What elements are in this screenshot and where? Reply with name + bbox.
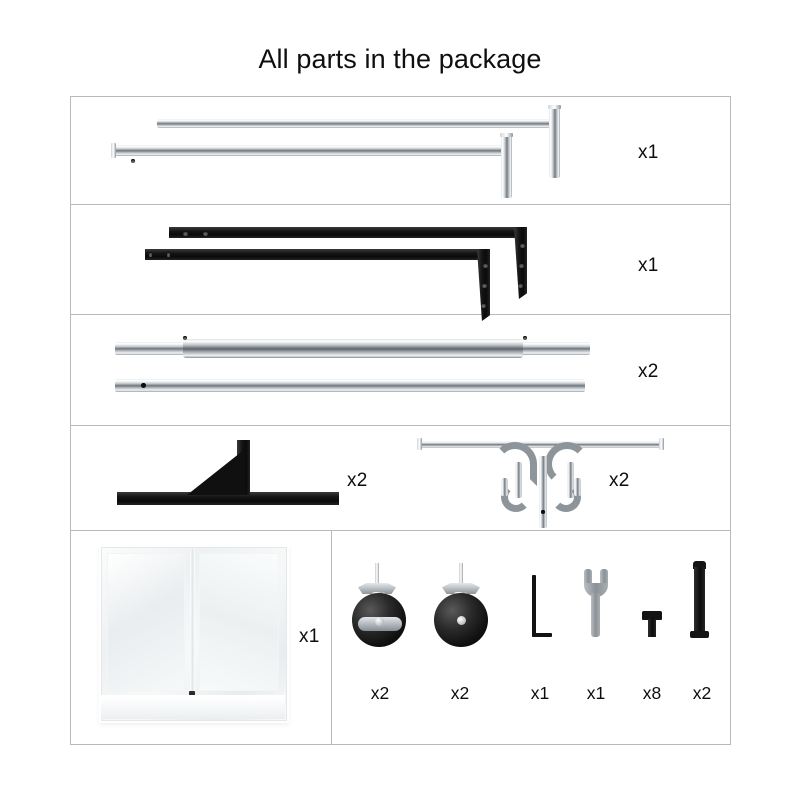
- bracket-hole: [518, 283, 523, 288]
- bracket-hole: [519, 263, 524, 268]
- cell-t-base: x2: [71, 426, 401, 530]
- cover-base: [101, 695, 285, 719]
- table-row: x2: [71, 315, 730, 426]
- bracket-arm: [169, 227, 525, 238]
- caster-hub: [457, 616, 466, 625]
- cell-main-frame-rods: x1: [71, 97, 730, 204]
- long-bolt-icon: [670, 547, 734, 679]
- hook-right-j: [551, 482, 581, 512]
- hw-caster: x2: [428, 547, 492, 727]
- quantity-label: x2: [638, 361, 659, 382]
- quantity-label: x1: [530, 683, 550, 703]
- allen-long-arm: [532, 575, 536, 637]
- quantity-label: x2: [347, 470, 368, 491]
- tube-sleeve: [183, 339, 523, 358]
- hook-left-stem: [515, 462, 522, 498]
- hw-locking-caster: x2: [348, 547, 412, 727]
- wrench-icon: [564, 547, 628, 679]
- tube-pin-hole: [523, 336, 527, 340]
- bolt-head: [693, 561, 706, 569]
- caster-icon: [428, 547, 492, 679]
- hw-short-bolt: x8: [620, 547, 684, 727]
- bracket-hole: [482, 283, 487, 288]
- hw-long-bolt: x2: [670, 547, 734, 727]
- caster-hub: [375, 617, 384, 626]
- table-row: x1: [71, 97, 730, 205]
- rod-upper-bar: [157, 119, 553, 128]
- quantity-label: x2: [450, 683, 470, 703]
- bolt-shaft: [694, 567, 705, 633]
- cell-hook-rack: x2: [401, 426, 730, 530]
- wrench-jaw-right: [600, 569, 608, 587]
- short-bolt-icon: [620, 547, 684, 679]
- t-base-foot: [117, 492, 339, 505]
- tube-button-hole: [141, 383, 146, 388]
- bracket-hole: [483, 263, 488, 268]
- quantity-label: x2: [370, 683, 390, 703]
- clear-garment-cover-icon: [99, 545, 289, 723]
- hook-center-hole: [541, 510, 545, 514]
- rod-lower-end: [111, 143, 116, 158]
- quantity-label: x1: [638, 255, 659, 276]
- parts-table: x1: [70, 96, 731, 745]
- wrench-neck: [584, 583, 608, 597]
- caster-swivel-plate: [442, 583, 480, 594]
- wrench-handle: [591, 593, 600, 637]
- wrench-jaw-left: [584, 569, 592, 587]
- page-title: All parts in the package: [258, 44, 542, 74]
- hw-wrench: x1: [564, 547, 628, 727]
- bracket-hole: [520, 243, 525, 248]
- tube-pin-hole: [183, 336, 187, 340]
- table-row: x2: [71, 426, 730, 531]
- tube-lower: [115, 379, 585, 392]
- bracket-hole: [149, 252, 152, 257]
- bracket-hole: [183, 231, 188, 236]
- hw-allen-key: x1: [508, 547, 572, 727]
- quantity-label: x1: [299, 626, 320, 647]
- quantity-label: x1: [586, 683, 606, 703]
- bracket-hole: [481, 303, 486, 308]
- rod-pin-hole: [131, 159, 135, 163]
- hook-left-tip: [501, 478, 508, 496]
- cover-panel-right: [199, 553, 279, 691]
- quantity-label: x2: [692, 683, 712, 703]
- cell-hardware-kit: x2 x2: [332, 531, 730, 744]
- bolt-flange: [690, 631, 709, 638]
- quantity-label: x8: [642, 683, 662, 703]
- hook-right-stem: [567, 462, 574, 498]
- allen-key-icon: [508, 547, 572, 679]
- caster-stem: [375, 563, 379, 585]
- locking-caster-icon: [348, 547, 412, 679]
- rod-lower-bar: [115, 145, 505, 156]
- quantity-label: x1: [638, 142, 659, 163]
- caster-swivel-plate: [358, 583, 396, 594]
- bracket-hole: [203, 231, 208, 236]
- cell-straight-tubes: x2: [71, 315, 730, 425]
- hook-top-bar: [419, 441, 663, 448]
- allen-short-arm: [532, 633, 552, 637]
- rod-lower-post: [501, 136, 512, 198]
- hook-right-tip: [574, 478, 581, 496]
- hook-center-post: [539, 456, 547, 528]
- bolt-shaft: [648, 619, 656, 637]
- cell-l-brackets: x1: [71, 205, 730, 321]
- bolt-head: [642, 611, 662, 620]
- rod-lower-cap: [500, 133, 513, 137]
- hook-bar-cap: [417, 438, 422, 450]
- rod-upper-cap: [548, 105, 561, 109]
- rod-upper-post: [549, 108, 560, 178]
- bracket-hole: [167, 252, 170, 257]
- table-row: x1: [71, 205, 730, 321]
- cover-panel-left: [107, 553, 185, 691]
- bracket-arm: [145, 249, 488, 260]
- caster-stem: [459, 563, 463, 585]
- cell-garment-cover: x1: [71, 531, 332, 744]
- hook-left-j: [501, 482, 531, 512]
- hook-bar-cap: [659, 438, 664, 450]
- table-row: x1 x2: [71, 531, 730, 744]
- cover-zipper: [190, 549, 195, 709]
- quantity-label: x2: [609, 470, 630, 491]
